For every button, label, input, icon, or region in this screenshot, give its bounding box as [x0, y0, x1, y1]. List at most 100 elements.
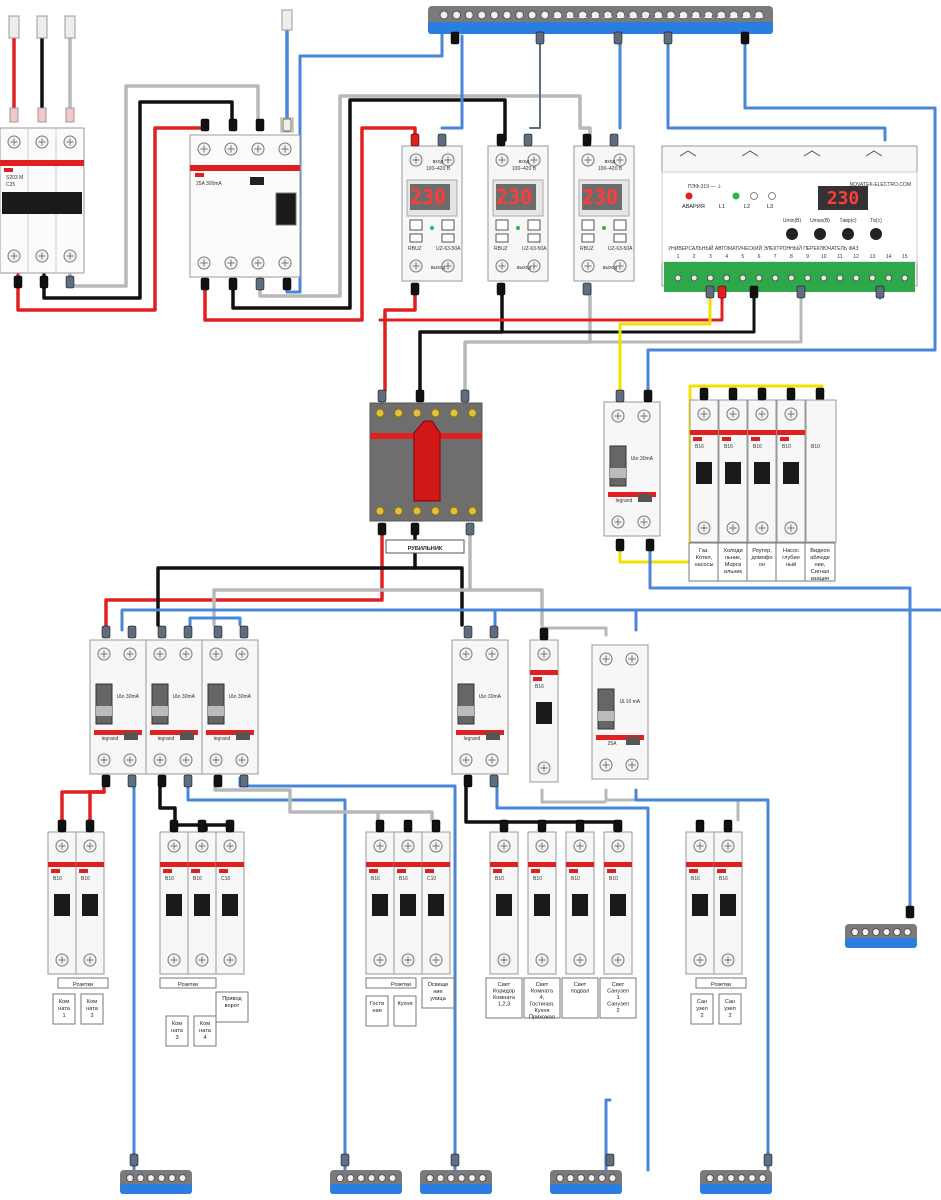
rcbo-spec: IΔn 30mA [173, 694, 196, 700]
bus-screw [598, 1174, 606, 1182]
relay-brand: RBUZ [408, 246, 422, 252]
bus-screw [641, 10, 651, 20]
avr-breaker-label-line: Газ. [699, 548, 709, 554]
terminal-screw [197, 256, 211, 270]
breaker-rating: B10 [533, 876, 542, 882]
breaker-rating: B16 [399, 876, 408, 882]
switch-screw-bottom [431, 506, 440, 516]
main-breaker-band [0, 160, 84, 166]
wire-gray-dif2 [468, 588, 544, 627]
group-title: Розетки [73, 982, 93, 988]
group-extra-line: ворот [225, 1003, 240, 1009]
avr-breaker-label-line: Котел, [696, 555, 713, 561]
wire-blue-avr [666, 34, 887, 142]
rcbo-spec: IΔn 30mA [479, 694, 502, 700]
terminal-screw [755, 521, 769, 535]
bus-screw [388, 1174, 397, 1182]
bus-screw [515, 10, 525, 20]
relay-out-ferrule [582, 282, 592, 296]
relay-brand: RBUZ [580, 246, 594, 252]
bus-screw [704, 10, 714, 20]
rcbo-test [124, 732, 138, 740]
top-bus-number: 20 [679, 11, 687, 20]
group-sub-label-line: 3 [175, 1035, 178, 1041]
group-title: Розетки [391, 982, 411, 988]
wire-blue-dif1 [120, 608, 941, 632]
terminal-screw [637, 515, 651, 529]
group-sub-label-line: 2 [700, 1013, 703, 1019]
terminal-screw [235, 753, 249, 767]
avr-breaker-label-frame [804, 542, 836, 582]
group-light-label-line: Комната [531, 989, 554, 995]
abb-logo [374, 435, 383, 439]
screw-slot [498, 156, 506, 164]
breaker-in-ferrule [225, 819, 235, 833]
group-sub-frame [52, 993, 76, 1025]
rcbo-spec: IΔ 10 mA [620, 699, 641, 705]
bottom-bus-base [120, 1184, 192, 1194]
bus-screw [357, 1174, 365, 1182]
group-light-label-line: Комната [493, 995, 516, 1001]
group-title-frame [159, 977, 217, 989]
screw-slot [540, 650, 548, 658]
breaker-band [48, 862, 76, 867]
rcbo-out-ferrule [489, 774, 499, 788]
avr-knob [814, 228, 826, 240]
breaker-rating: C10 [427, 876, 436, 882]
bus-screw [577, 1174, 585, 1182]
breaker-in-ferrule [757, 387, 767, 401]
avr-ferrule-4b [717, 285, 727, 299]
rcbo-toggle [609, 445, 627, 487]
switch-screw-bottom [468, 506, 477, 516]
avr-breaker-label-line: ный [786, 561, 796, 568]
terminal-screw [97, 753, 111, 767]
terminal-screw [441, 153, 455, 167]
terminal-screw [485, 753, 499, 767]
avr-breaker-label-line: Насос [783, 548, 799, 554]
main-breaker-model: S203 M [6, 175, 23, 181]
screw-slot [488, 756, 496, 764]
wire-blue-g2 [186, 776, 347, 1172]
abb-logo [369, 869, 378, 873]
bus-screw [527, 10, 537, 20]
group-sub-label-line: Сан [725, 999, 735, 1005]
group-light-label-line: Свет [498, 982, 511, 988]
breaker-body [393, 831, 423, 975]
rcd-main-toggle [275, 192, 297, 226]
screw-slot [530, 156, 538, 164]
top-bus-number: 21 [692, 11, 700, 20]
screw-slot [724, 956, 732, 964]
rcbo-toggle-tip [458, 706, 474, 716]
screw-slot [86, 842, 94, 850]
terminal-screw [637, 409, 651, 423]
rcbo-brand: legrand [616, 498, 633, 504]
relay-in-ferrule [582, 133, 592, 147]
breaker-band [690, 430, 718, 435]
bottom-bus-number: 6 [390, 1174, 394, 1183]
screw-slot [10, 138, 18, 146]
avr-alarm-led [685, 192, 693, 200]
breaker-toggle [194, 894, 210, 916]
rcbo-out-ferrule [239, 774, 249, 788]
rcbo-in-ferrule [127, 625, 137, 639]
screw-slot [200, 259, 208, 267]
group-title-frame [57, 977, 109, 989]
bus-screw [565, 10, 575, 20]
group-light-label-line: 4, [540, 995, 545, 1001]
terminal-screw [251, 256, 265, 270]
relay-menu-button [581, 233, 595, 243]
small-bus-number: 4 [884, 928, 889, 937]
terminal-screw [429, 953, 443, 967]
breaker-in-ferrule [57, 819, 67, 833]
rcbo-in-ferrule [213, 625, 223, 639]
screw-slot [170, 956, 178, 964]
top-bus-ferrule [450, 31, 460, 45]
breaker-band [394, 862, 422, 867]
screw-slot [126, 756, 134, 764]
terminal-screw [123, 753, 137, 767]
screw-slot [576, 842, 584, 850]
wire-red-g1 [60, 776, 106, 822]
